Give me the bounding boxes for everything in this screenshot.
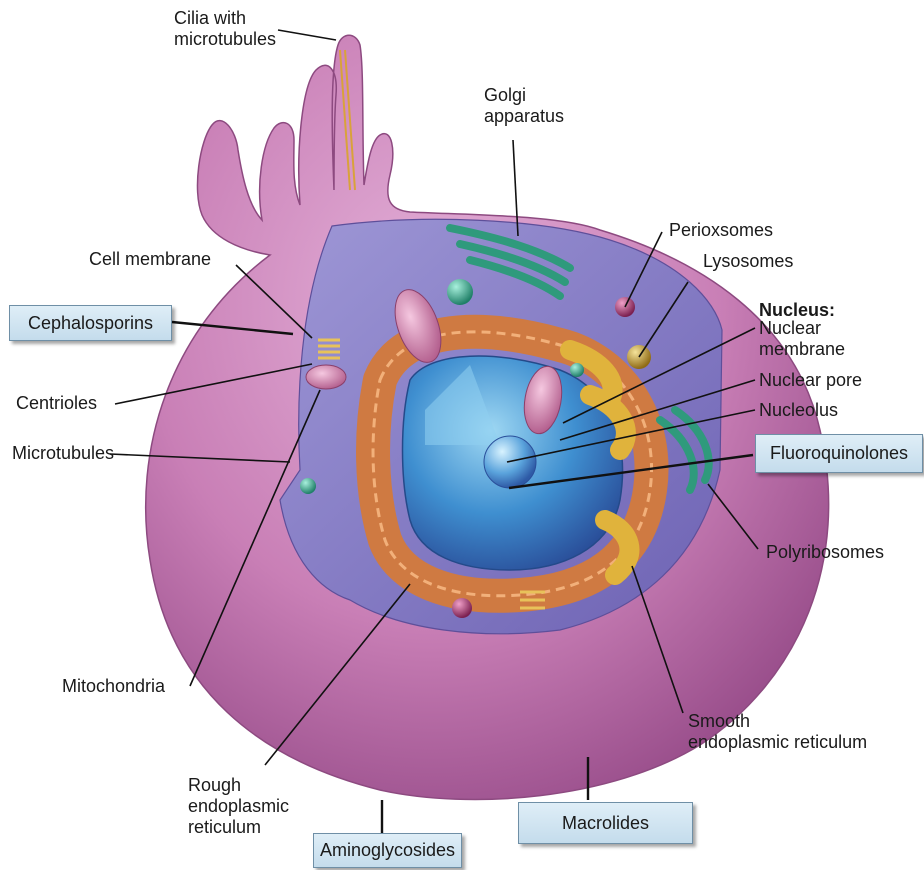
label-nuclear-pore: Nuclear pore [759, 370, 862, 391]
drug-box-cephalosporins: Cephalosporins [9, 305, 172, 341]
drug-box-macrolides: Macrolides [518, 802, 693, 844]
label-cilia: Cilia with microtubules [174, 8, 276, 50]
label-nucleolus: Nucleolus [759, 400, 838, 421]
mitochondrion-3 [306, 365, 346, 389]
drug-box-aminoglycosides: Aminoglycosides [313, 833, 462, 868]
drug-box-fluoroquinolones: Fluoroquinolones [755, 434, 923, 473]
label-microtubules: Microtubules [12, 443, 114, 464]
label-smooth-er: Smooth endoplasmic reticulum [688, 711, 867, 753]
label-nuclear-membrane: Nuclear membrane [759, 318, 845, 360]
label-golgi: Golgi apparatus [484, 85, 564, 127]
label-cell-membrane: Cell membrane [89, 249, 211, 270]
label-centrioles: Centrioles [16, 393, 97, 414]
label-peroxisomes: Perioxsomes [669, 220, 773, 241]
label-rough-er: Rough endoplasmic reticulum [188, 775, 289, 838]
label-polyribosomes: Polyribosomes [766, 542, 884, 563]
label-mitochondria: Mitochondria [62, 676, 165, 697]
label-lysosomes: Lysosomes [703, 251, 793, 272]
